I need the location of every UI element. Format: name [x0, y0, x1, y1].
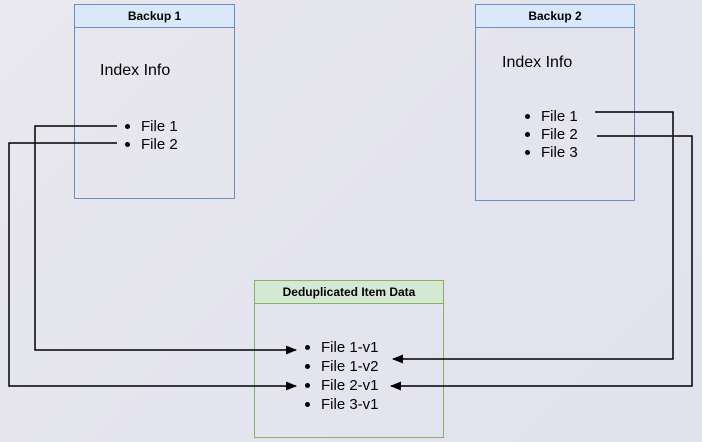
bullet-icon: [305, 402, 310, 407]
list-item: File 1: [125, 117, 178, 135]
backup1-title: Backup 1: [75, 5, 234, 28]
backup2-node: Backup 2: [475, 4, 635, 201]
bullet-icon: [305, 383, 310, 388]
list-item: File 2: [125, 135, 178, 153]
backup1-index-info-label: Index Info: [100, 62, 171, 79]
list-item: File 1-v1: [305, 338, 379, 357]
bullet-icon: [525, 149, 530, 155]
backup1-file-1-label: File 1: [141, 117, 178, 135]
backup2-file-list: File 1 File 2 File 3: [525, 107, 578, 161]
backup2-file-1-label: File 1: [541, 107, 578, 125]
list-item: File 1: [525, 107, 578, 125]
bullet-icon: [305, 364, 310, 369]
backup1-file-list: File 1 File 2: [125, 117, 178, 153]
dedup-file1-v1-label: File 1-v1: [321, 339, 379, 356]
list-item: File 1-v2: [305, 357, 379, 376]
list-item: File 2: [525, 125, 578, 143]
dedup-file1-v2-label: File 1-v2: [321, 358, 379, 375]
backup2-index-info-label: Index Info: [502, 54, 573, 71]
dedup-file2-v1-label: File 2-v1: [321, 377, 379, 394]
list-item: File 2-v1: [305, 376, 379, 395]
bullet-icon: [125, 141, 130, 147]
backup1-node: Backup 1: [74, 4, 235, 199]
dedup-title: Deduplicated Item Data: [255, 281, 443, 304]
backup2-file-3-label: File 3: [541, 143, 578, 161]
backup2-title: Backup 2: [476, 5, 634, 28]
dedup-file3-v1-label: File 3-v1: [321, 396, 379, 413]
bullet-icon: [525, 131, 530, 137]
backup1-file-2-label: File 2: [141, 135, 178, 153]
list-item: File 3-v1: [305, 395, 379, 414]
bullet-icon: [125, 123, 130, 129]
bullet-icon: [305, 345, 310, 350]
bullet-icon: [525, 113, 530, 119]
list-item: File 3: [525, 143, 578, 161]
backup2-file-2-label: File 2: [541, 125, 578, 143]
dedup-item-list: File 1-v1 File 1-v2 File 2-v1 File 3-v1: [305, 338, 379, 414]
